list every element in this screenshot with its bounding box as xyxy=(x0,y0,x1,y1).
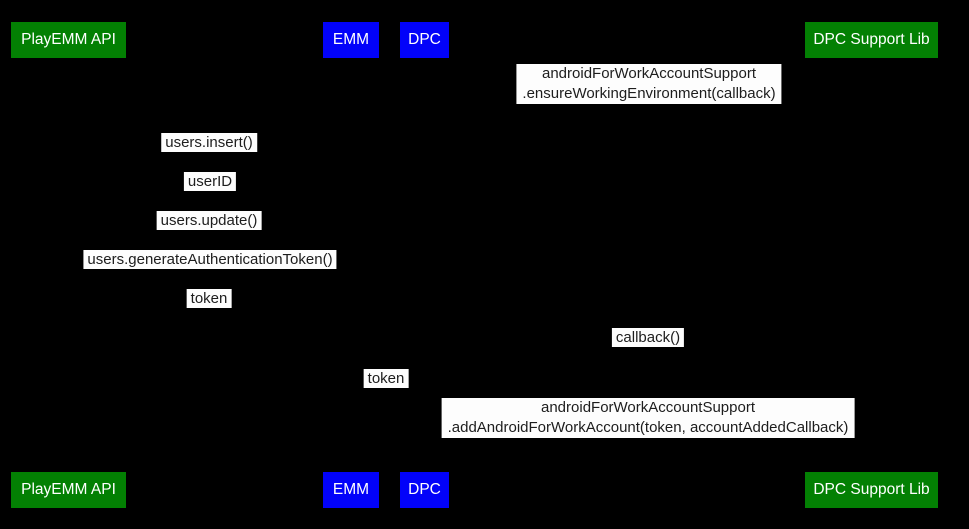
message-users-update: users.update() xyxy=(156,211,262,230)
actor-label: DPC Support Lib xyxy=(813,481,930,498)
message-users-insert: users.insert() xyxy=(161,133,257,152)
message-line: callback() xyxy=(615,329,681,346)
actor-dpc-support-lib-bottom: DPC Support Lib xyxy=(805,472,938,508)
actor-playemm-api-top: PlayEMM API xyxy=(11,22,126,58)
message-line: users.insert() xyxy=(165,134,253,151)
actor-label: EMM xyxy=(332,31,370,48)
actor-label: DPC Support Lib xyxy=(813,31,930,48)
message-add-android-for-work-account: androidForWorkAccountSupport .addAndroid… xyxy=(441,398,855,438)
actor-dpc-support-lib-top: DPC Support Lib xyxy=(805,22,938,58)
actor-playemm-api-bottom: PlayEMM API xyxy=(11,472,126,508)
actor-dpc-bottom: DPC xyxy=(400,472,449,508)
actor-label: EMM xyxy=(332,481,370,498)
message-line: userID xyxy=(187,173,233,190)
message-ensure-working-environment: androidForWorkAccountSupport .ensureWork… xyxy=(516,64,782,104)
message-line: .addAndroidForWorkAccount(token, account… xyxy=(447,419,849,436)
message-callback: callback() xyxy=(611,328,685,347)
actor-emm-bottom: EMM xyxy=(323,472,379,508)
message-line: .ensureWorkingEnvironment(callback) xyxy=(522,85,776,102)
actor-label: PlayEMM API xyxy=(21,31,116,48)
message-line: androidForWorkAccountSupport xyxy=(541,65,756,82)
message-line: users.generateAuthenticationToken() xyxy=(87,251,333,268)
message-line: token xyxy=(367,370,405,387)
message-generate-authentication-token: users.generateAuthenticationToken() xyxy=(83,250,337,269)
message-line: androidForWorkAccountSupport xyxy=(541,399,755,416)
message-line: token xyxy=(190,290,228,307)
actor-dpc-top: DPC xyxy=(400,22,449,58)
message-line: users.update() xyxy=(160,212,258,229)
actor-label: PlayEMM API xyxy=(21,481,116,498)
actor-emm-top: EMM xyxy=(323,22,379,58)
actor-label: DPC xyxy=(408,481,441,498)
message-userid: userID xyxy=(183,172,237,191)
message-token-to-dpc: token xyxy=(363,369,409,388)
actor-label: DPC xyxy=(408,31,441,48)
message-token-to-emm: token xyxy=(186,289,232,308)
